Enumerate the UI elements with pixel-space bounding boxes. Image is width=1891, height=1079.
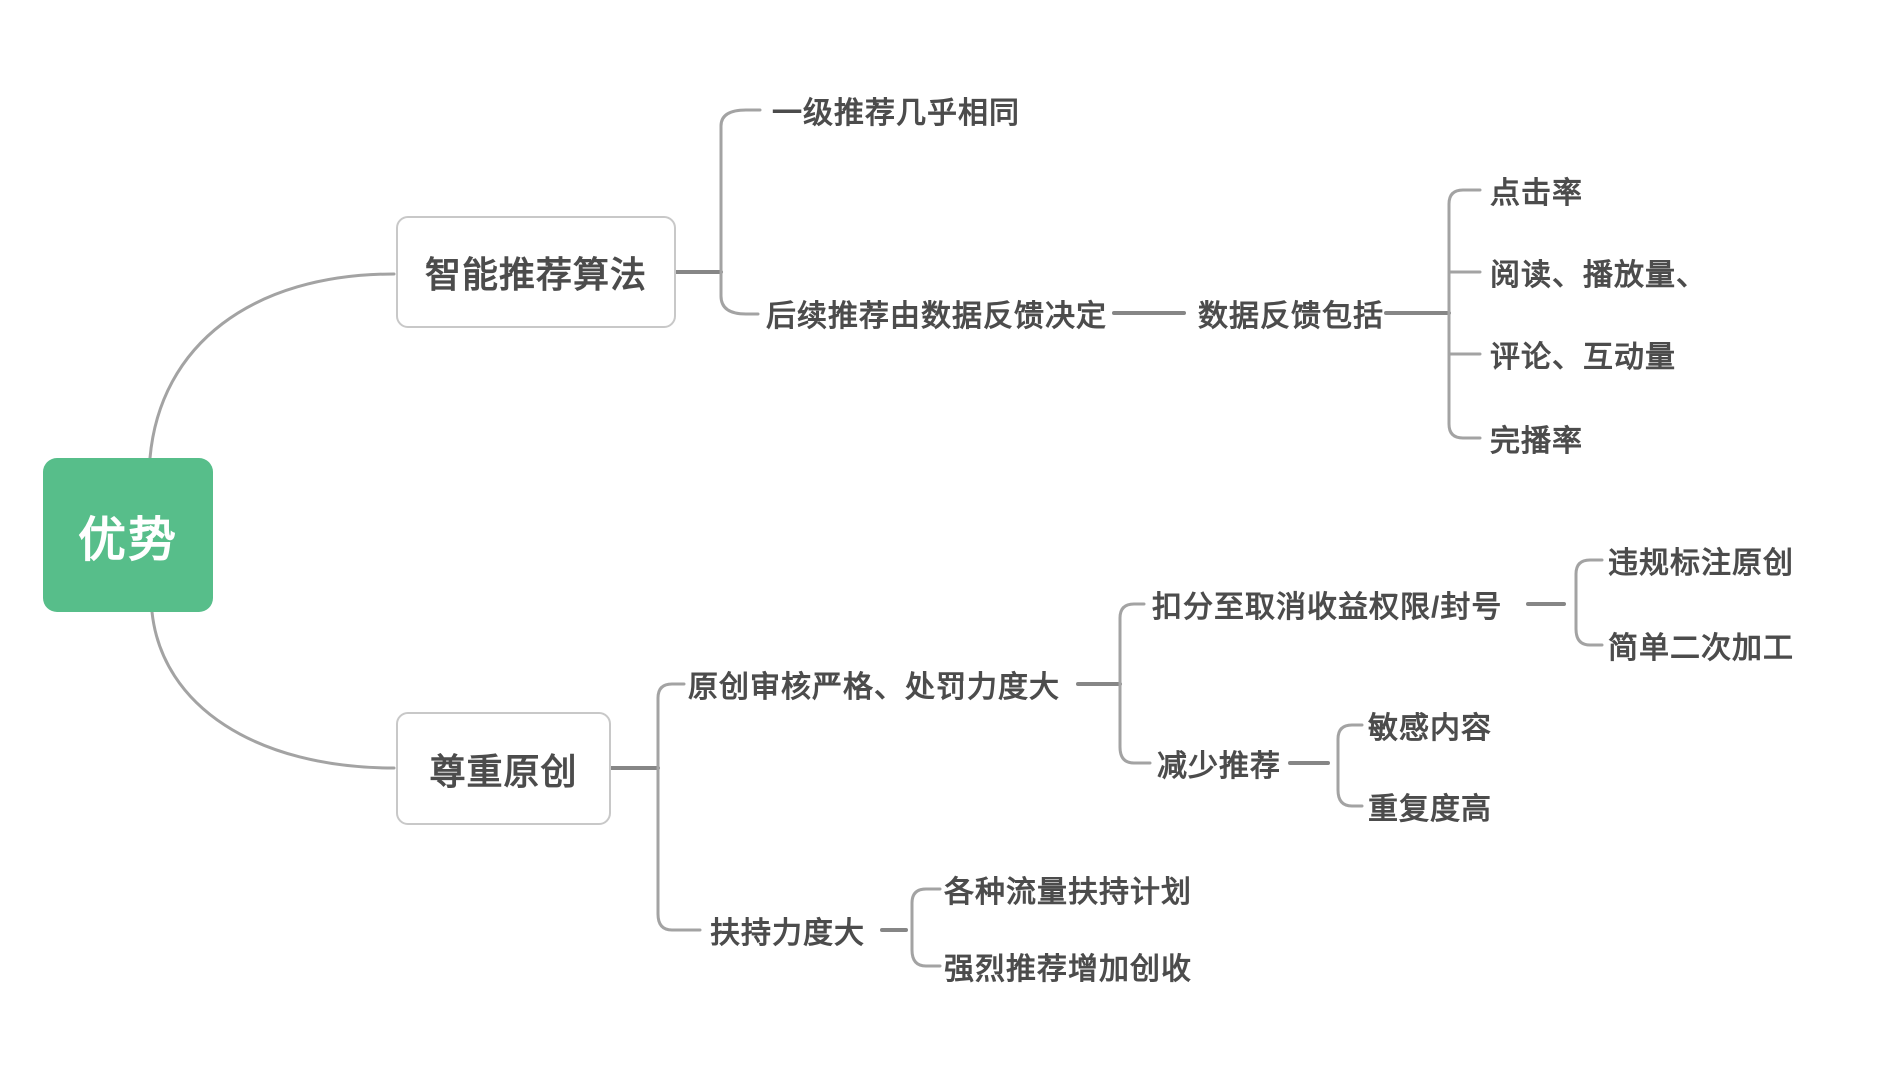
node-improper-original-labeling[interactable]: 违规标注原创 [1608,547,1794,580]
node-click-rate[interactable]: 点击率 [1490,177,1583,210]
node-data-feedback-includes[interactable]: 数据反馈包括 [1198,300,1384,333]
node-strict-original-review-heavy-penalties[interactable]: 原创审核严格、处罚力度大 [688,671,1060,704]
node-high-duplication[interactable]: 重复度高 [1368,793,1492,826]
connector-root-to-smart-algorithm [148,272,396,460]
node-first-level-recs-nearly-identical[interactable]: 一级推荐几乎相同 [772,97,1020,130]
node-sensitive-content[interactable]: 敏感内容 [1368,712,1492,745]
node-completion-rate[interactable]: 完播率 [1490,425,1583,458]
node-subsequent-recs-by-data-feedback[interactable]: 后续推荐由数据反馈决定 [766,300,1107,333]
node-respect-originality[interactable]: 尊重原创 [396,712,611,825]
node-root-advantages[interactable]: 优势 [43,458,213,612]
node-reads-plays[interactable]: 阅读、播放量、 [1490,259,1707,292]
node-traffic-support-plans[interactable]: 各种流量扶持计划 [944,876,1192,909]
node-smart-recommendation-algorithm[interactable]: 智能推荐算法 [396,216,676,328]
bracket-feedback-items [1447,188,1482,440]
connector-root-to-respect-originality [150,610,396,770]
bracket-strict-review-children [1118,602,1152,765]
bracket-smart-algorithm-children [719,108,762,316]
node-comments-interactions[interactable]: 评论、互动量 [1490,341,1676,374]
node-points-deduction-revoke-ban[interactable]: 扣分至取消收益权限/封号 [1152,591,1503,624]
bracket-respect-originality-children [656,682,702,932]
bracket-reduced-recommendation-children [1336,723,1364,808]
bracket-strong-support-children [910,887,942,968]
node-strong-support[interactable]: 扶持力度大 [710,917,865,950]
bracket-points-deduction-children [1574,558,1604,647]
node-simple-secondary-processing[interactable]: 简单二次加工 [1608,632,1794,665]
node-strong-recs-increase-revenue[interactable]: 强烈推荐增加创收 [944,953,1192,986]
node-reduced-recommendation[interactable]: 减少推荐 [1157,750,1281,783]
